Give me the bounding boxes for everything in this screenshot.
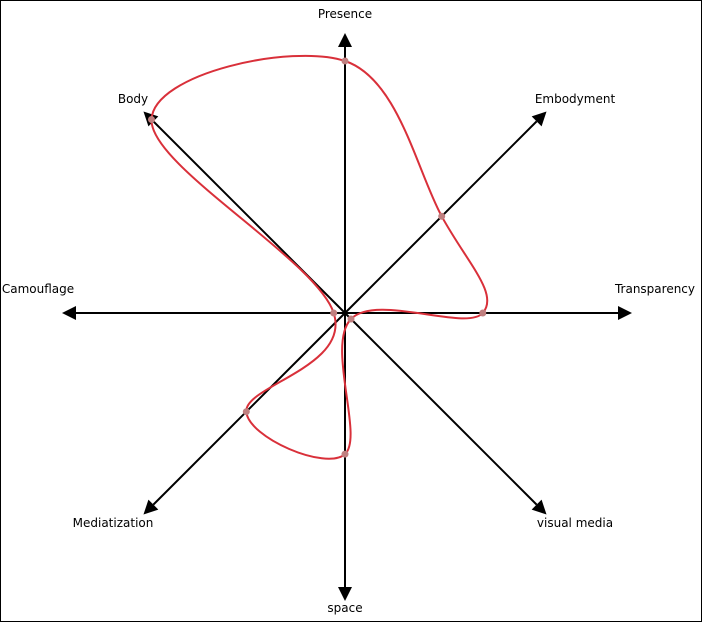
vertex-point-mediatization (242, 408, 250, 416)
axis-label-space: space (327, 601, 362, 615)
axis-label-transparency: Transparency (614, 282, 695, 296)
axis-label-mediatization: Mediatization (73, 516, 154, 530)
arrowhead-icon-mediatization (143, 499, 159, 515)
axis-label-presence: Presence (318, 7, 372, 21)
axis-line-body (152, 120, 346, 314)
axis-line-visual-media (344, 312, 538, 506)
axis-label-camouflage: Camouflage (2, 282, 74, 296)
profile-curve (150, 54, 489, 460)
axes-layer (62, 33, 632, 601)
arrowhead-icon-presence (338, 33, 352, 47)
axis-label-embodyment: Embodyment (535, 92, 616, 106)
curve-layer (148, 54, 489, 460)
vertex-point-visual-media (347, 315, 355, 323)
vertex-point-embodyment (438, 212, 446, 220)
arrowhead-icon-space (338, 587, 352, 601)
arrowhead-icon-visual-media (531, 499, 547, 515)
axis-label-visual-media: visual media (537, 516, 613, 530)
axis-label-body: Body (118, 92, 148, 106)
vertex-point-camouflage (330, 309, 338, 317)
vertex-point-presence (341, 57, 349, 65)
arrowhead-icon-camouflage (62, 306, 76, 320)
vertex-point-space (341, 450, 349, 458)
vertex-point-transparency (479, 309, 487, 317)
vertex-point-body (148, 116, 155, 123)
arrowhead-icon-transparency (618, 306, 632, 320)
arrowhead-icon-embodyment (531, 111, 547, 127)
axis-line-mediatization (152, 312, 346, 506)
